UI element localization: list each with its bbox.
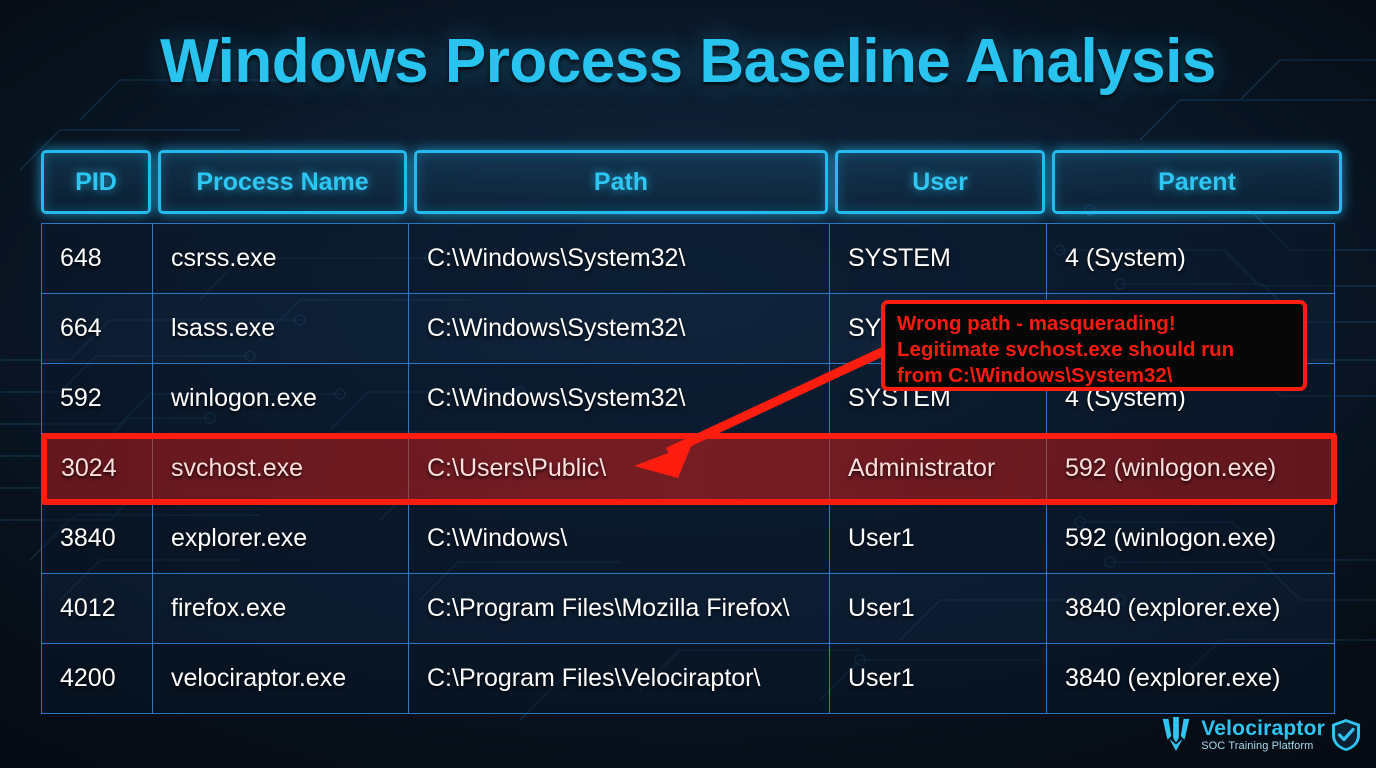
column-header-pid[interactable]: PID <box>41 150 151 214</box>
cell-user: User1 <box>829 574 1046 643</box>
cell-path: C:\Windows\System32\ <box>408 364 829 433</box>
cell-name: winlogon.exe <box>152 364 408 433</box>
callout-line-2: Legitimate svchost.exe should run <box>897 338 1235 361</box>
cell-parent: 3840 (explorer.exe) <box>1046 574 1336 643</box>
table-row-flagged[interactable]: 3024 svchost.exe C:\Users\Public\ Admini… <box>41 433 1337 505</box>
cell-parent: 4 (System) <box>1046 224 1336 293</box>
velociraptor-logo: Velociraptor SOC Training Platform <box>1157 712 1362 758</box>
logo-tagline: SOC Training Platform <box>1201 739 1314 752</box>
cell-path: C:\Windows\ <box>408 504 829 573</box>
shield-check-icon <box>1332 719 1360 751</box>
cell-pid: 592 <box>60 384 102 412</box>
table-row[interactable]: 3840 explorer.exe C:\Windows\ User1 592 … <box>42 503 1334 573</box>
cell-parent: 3840 (explorer.exe) <box>1046 644 1336 713</box>
cell-pid: 648 <box>60 244 102 272</box>
masquerading-callout: Wrong path - masquerading! Legitimate sv… <box>881 300 1307 391</box>
table-row[interactable]: 648 csrss.exe C:\Windows\System32\ SYSTE… <box>42 223 1334 293</box>
cell-name: velociraptor.exe <box>152 644 408 713</box>
cell-name: csrss.exe <box>152 224 408 293</box>
cell-name: explorer.exe <box>152 504 408 573</box>
column-header-parent[interactable]: Parent <box>1052 150 1342 214</box>
cell-pid: 4012 <box>60 594 116 622</box>
cell-name: svchost.exe <box>152 434 408 503</box>
table-body: 648 csrss.exe C:\Windows\System32\ SYSTE… <box>41 223 1337 714</box>
cell-pid: 4200 <box>60 664 116 692</box>
process-table: PID Process Name Path User Parent 648 cs… <box>41 150 1342 714</box>
cell-path: C:\Windows\System32\ <box>408 224 829 293</box>
cell-path: C:\Program Files\Velociraptor\ <box>408 644 829 713</box>
cell-user: SYSTEM <box>829 224 1046 293</box>
cell-name: firefox.exe <box>152 574 408 643</box>
cell-pid: 3840 <box>60 524 116 552</box>
table-row[interactable]: 4200 velociraptor.exe C:\Program Files\V… <box>42 643 1334 713</box>
cell-user: Administrator <box>829 434 1046 503</box>
cell-path: C:\Windows\System32\ <box>408 294 829 363</box>
table-row[interactable]: 4012 firefox.exe C:\Program Files\Mozill… <box>42 573 1334 643</box>
cell-user: User1 <box>829 644 1046 713</box>
cell-pid: 664 <box>60 314 102 342</box>
column-header-user[interactable]: User <box>835 150 1045 214</box>
cell-path: C:\Program Files\Mozilla Firefox\ <box>408 574 829 643</box>
cell-parent: 592 (winlogon.exe) <box>1046 504 1336 573</box>
column-header-path[interactable]: Path <box>414 150 828 214</box>
cell-parent: 592 (winlogon.exe) <box>1046 434 1336 503</box>
cell-user: User1 <box>829 504 1046 573</box>
raptor-footprint-icon <box>1162 716 1190 752</box>
cell-pid: 3024 <box>42 434 152 503</box>
logo-name: Velociraptor <box>1201 716 1325 740</box>
table-header-row: PID Process Name Path User Parent <box>41 150 1342 214</box>
cell-name: lsass.exe <box>152 294 408 363</box>
column-header-name[interactable]: Process Name <box>158 150 407 214</box>
callout-line-1: Wrong path - masquerading! <box>897 312 1176 335</box>
page-title: Windows Process Baseline Analysis <box>160 27 1216 96</box>
cell-path: C:\Users\Public\ <box>408 434 829 503</box>
logo-text-block: Velociraptor SOC Training Platform <box>1201 716 1325 753</box>
callout-line-3: from C:\Windows\System32\ <box>897 364 1173 387</box>
